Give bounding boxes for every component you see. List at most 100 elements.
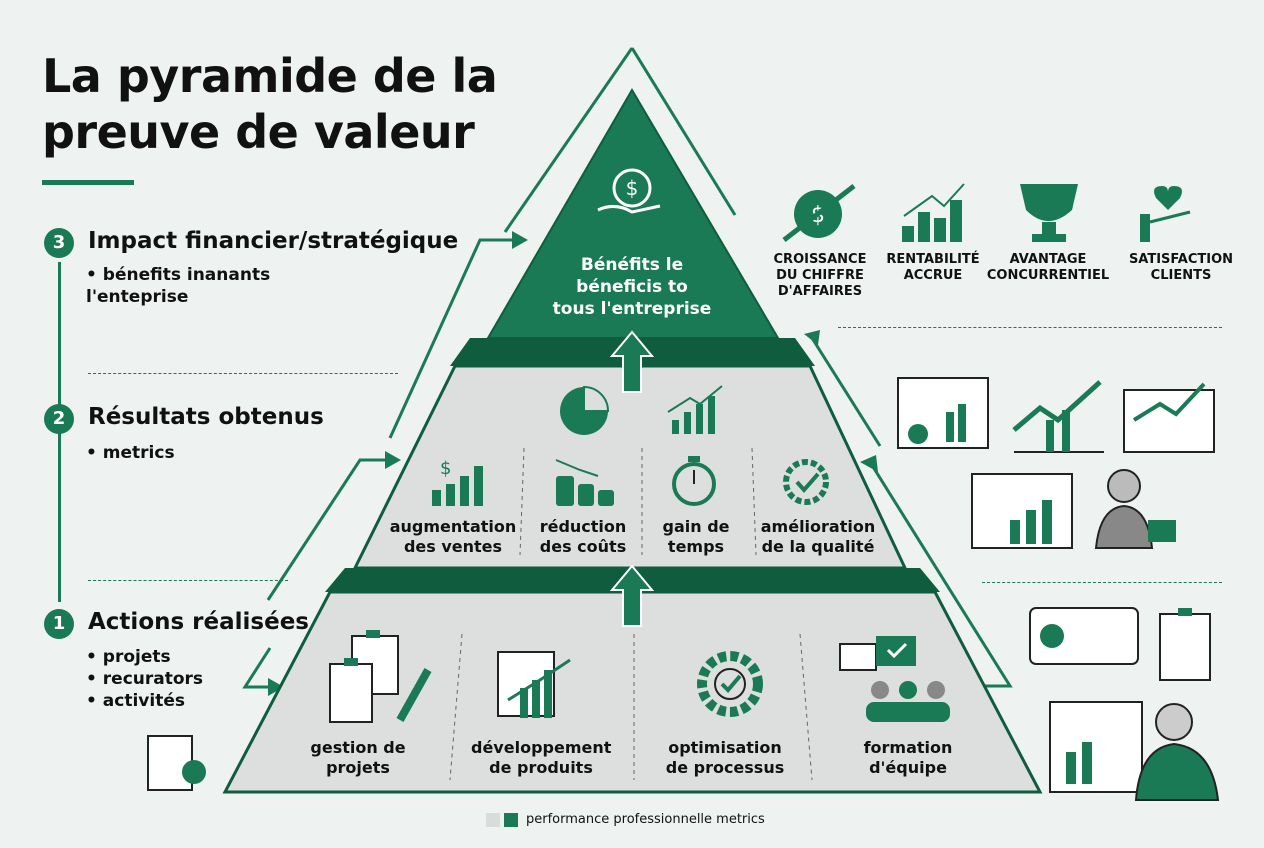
legend: performance professionnelle metrics (486, 812, 765, 827)
bar-growth-icon (902, 183, 965, 242)
label-line: D'AFFAIRES (777, 284, 863, 299)
legend-swatch-green (504, 812, 518, 827)
label-line: CLIENTS (1150, 268, 1212, 283)
certificate-chart-icon (897, 377, 989, 449)
up-arrow-icon (609, 330, 655, 393)
legend-swatch-gray (486, 812, 500, 827)
label-line: béneficis to (576, 277, 688, 297)
label-line: des coûts (539, 537, 627, 556)
bullet: l'enteprise (86, 287, 189, 307)
flow-arrow-1 (242, 647, 272, 689)
label-line: réduction (539, 517, 627, 536)
flow-arrow-right-2 (810, 337, 882, 447)
label-line: de produits (489, 758, 593, 777)
bullet: • recurators (86, 669, 204, 689)
checklist-icon (1159, 608, 1211, 681)
up-arrow-icon (609, 564, 655, 627)
label-line: CONCURRENTIEL (986, 268, 1110, 283)
bar-chart-icon (667, 385, 723, 434)
label-line: DU CHIFFRE (776, 268, 864, 283)
svg-text:$: $ (626, 176, 639, 200)
svg-text:$: $ (440, 458, 451, 479)
browser-chart-icon (971, 473, 1073, 549)
top-tier-label: Bénéfits le béneficis to tous l'entrepri… (532, 254, 732, 320)
level-2-badge: 2 (44, 404, 74, 434)
divider (519, 447, 525, 556)
hand-coin-icon: $ (597, 168, 661, 214)
label-line: SATISFACTION (1128, 252, 1234, 267)
level-1-title: Actions réalisées (88, 609, 309, 635)
bottom-tier (222, 590, 1043, 794)
trophy-icon (1020, 184, 1078, 242)
level-2-title: Résultats obtenus (88, 404, 324, 430)
bullet: • bénefits inanants (86, 265, 271, 285)
outer-line-right (630, 47, 737, 216)
dollar-growth-icon: $ (782, 184, 856, 242)
checklist-small-icon (147, 735, 206, 791)
divider (88, 580, 288, 581)
label-line: CROISSANCE (773, 252, 867, 267)
label-line: RENTABILITÉ (886, 252, 980, 267)
divider (449, 633, 463, 781)
label-line: Bénéfits le (580, 255, 684, 275)
label-line: projets (326, 758, 390, 777)
divider (751, 447, 757, 556)
heart-hand-icon (1140, 186, 1191, 242)
label-line: des ventes (403, 537, 503, 556)
coins-down-icon (555, 459, 614, 506)
label-line: de la qualité (761, 537, 875, 556)
arrowhead (860, 455, 878, 472)
label-line: gain de (662, 517, 730, 536)
label-line: optimisation (668, 738, 782, 757)
screen-growth-icon (1123, 382, 1215, 453)
divider (799, 633, 813, 781)
bullet: • activités (86, 691, 185, 711)
level-3-bullets: • bénefits inanants l'enteprise (86, 264, 270, 308)
arrowhead (804, 330, 820, 345)
level-2-bullets: • metrics (86, 442, 175, 464)
businessman-icon (1094, 469, 1176, 549)
level-1-bullets: • projets • recurators • activités (86, 646, 203, 712)
flow-arrow-3 (388, 238, 515, 439)
divider (88, 373, 398, 374)
flow-arrow-2 (266, 458, 388, 601)
legend-label: performance professionnelle metrics (526, 812, 765, 827)
outer-line-left (503, 47, 634, 233)
level-3-badge: 3 (44, 228, 74, 258)
label-line: d'équipe (869, 758, 947, 777)
arrowhead (268, 678, 284, 696)
label-line: AVANTAGE (1009, 252, 1087, 267)
arrowhead (385, 451, 401, 469)
gear-check-icon (697, 651, 763, 717)
sales-chart-icon: $ (432, 458, 483, 506)
team-chat-icon (839, 636, 950, 722)
label-line: augmentation (389, 517, 517, 536)
pie-chart-icon (560, 385, 610, 435)
label-line: ACCRUE (903, 268, 963, 283)
stopwatch-icon (672, 456, 716, 506)
quality-gear-icon (783, 459, 829, 505)
title-underline (42, 180, 134, 185)
label-line: tous l'entreprise (552, 299, 712, 319)
line-growth-icon (1012, 380, 1104, 453)
label-line: développement (471, 738, 612, 757)
arrowhead (512, 231, 528, 249)
clipboards-icon (329, 630, 432, 723)
label-line: de processus (665, 758, 785, 777)
chat-pie-icon (1029, 607, 1139, 665)
divider (982, 582, 1222, 583)
bullet: • projets (86, 647, 171, 667)
label-line: gestion de (310, 738, 406, 757)
